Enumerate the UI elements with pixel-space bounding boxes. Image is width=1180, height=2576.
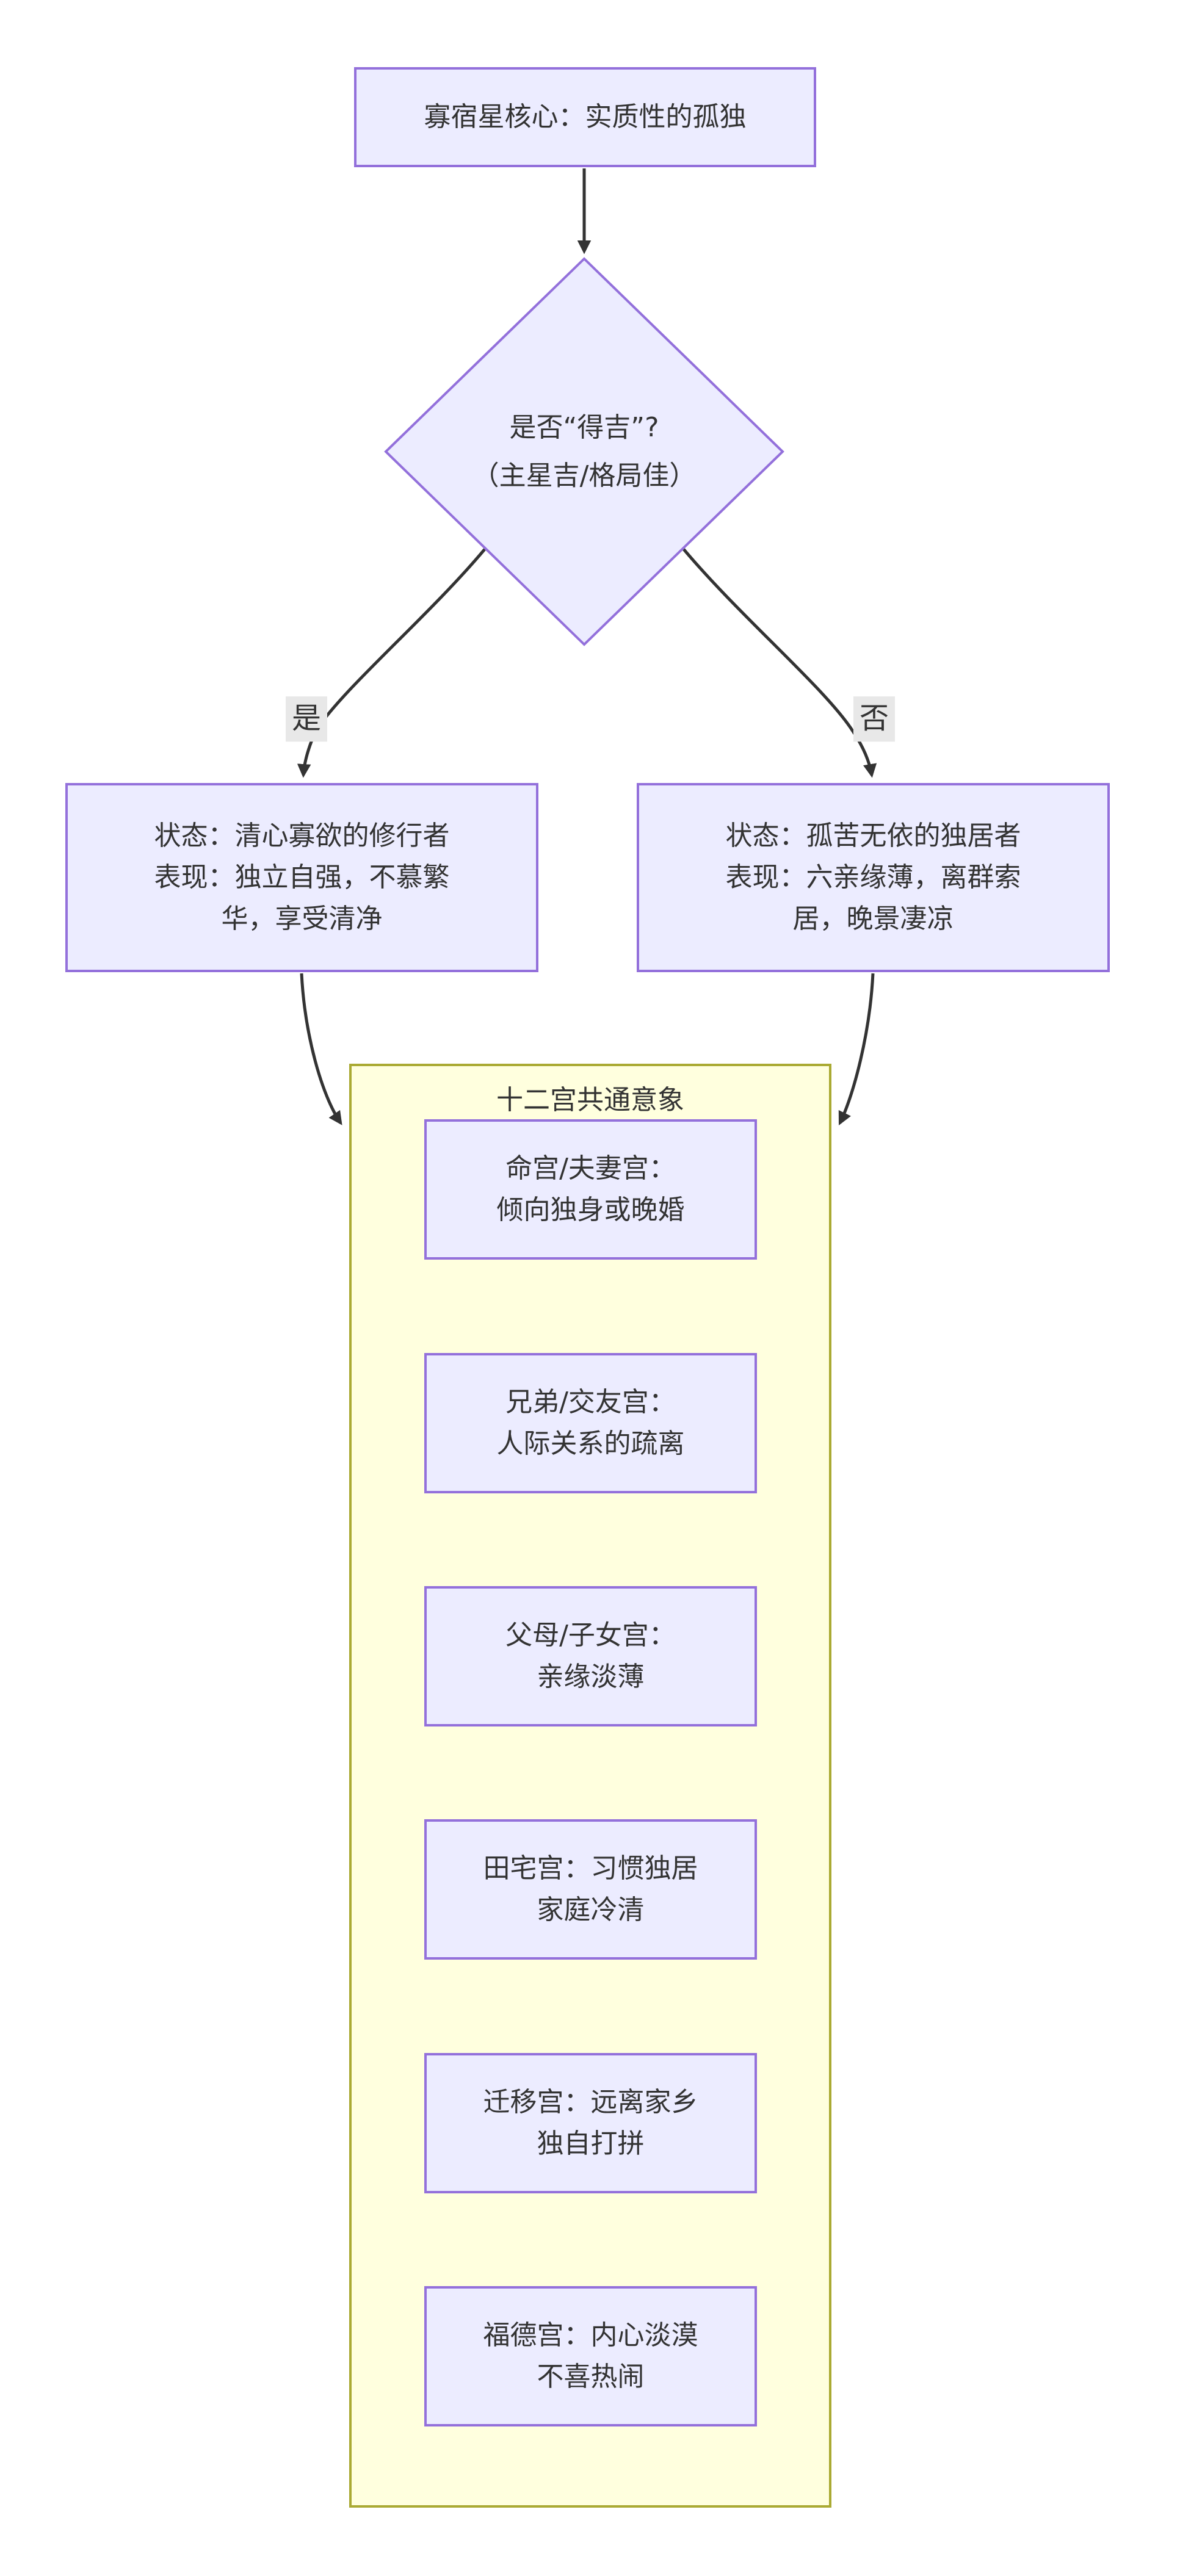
edge-label-no: 否 (853, 696, 896, 741)
node-palace-fumu-zinv: 父母/子女宫： 亲缘淡薄 (424, 1586, 757, 1726)
node-decision-label: 是否“得吉”? （主星吉/格局佳） (472, 411, 697, 491)
node-palace-qianyi: 迁移宫：远离家乡 独自打拼 (424, 2053, 757, 2193)
node-palace-fude: 福德宫：内心淡漠 不喜热闹 (424, 2286, 757, 2426)
subgraph-title: 十二宫共通意象 (496, 1084, 684, 1116)
node-root: 寡宿星核心：实质性的孤独 (354, 67, 816, 167)
edge-decision-no (682, 548, 877, 778)
subgraph-twelve-palaces (349, 1064, 831, 2508)
node-palace-tianzhai: 田宅宫：习惯独居 家庭冷清 (424, 1819, 757, 1960)
edge-bad-to-subgraph (838, 973, 875, 1126)
edge-good-to-subgraph (300, 973, 342, 1125)
edge-label-yes: 是 (285, 696, 328, 741)
edge-decision-yes (297, 548, 486, 778)
node-outcome-bad: 状态：孤苦无依的独居者 表现：六亲缘薄，离群索 居，晚景凄凉 (637, 783, 1110, 972)
node-palace-xiongdi-jiaoyou: 兄弟/交友宫： 人际关系的疏离 (424, 1353, 757, 1493)
node-outcome-good: 状态：清心寡欲的修行者 表现：独立自强，不慕繁 华，享受清净 (65, 783, 538, 972)
node-palace-ming-fuqi: 命宫/夫妻宫： 倾向独身或晚婚 (424, 1119, 757, 1260)
decision-diamond-shape (384, 257, 784, 646)
